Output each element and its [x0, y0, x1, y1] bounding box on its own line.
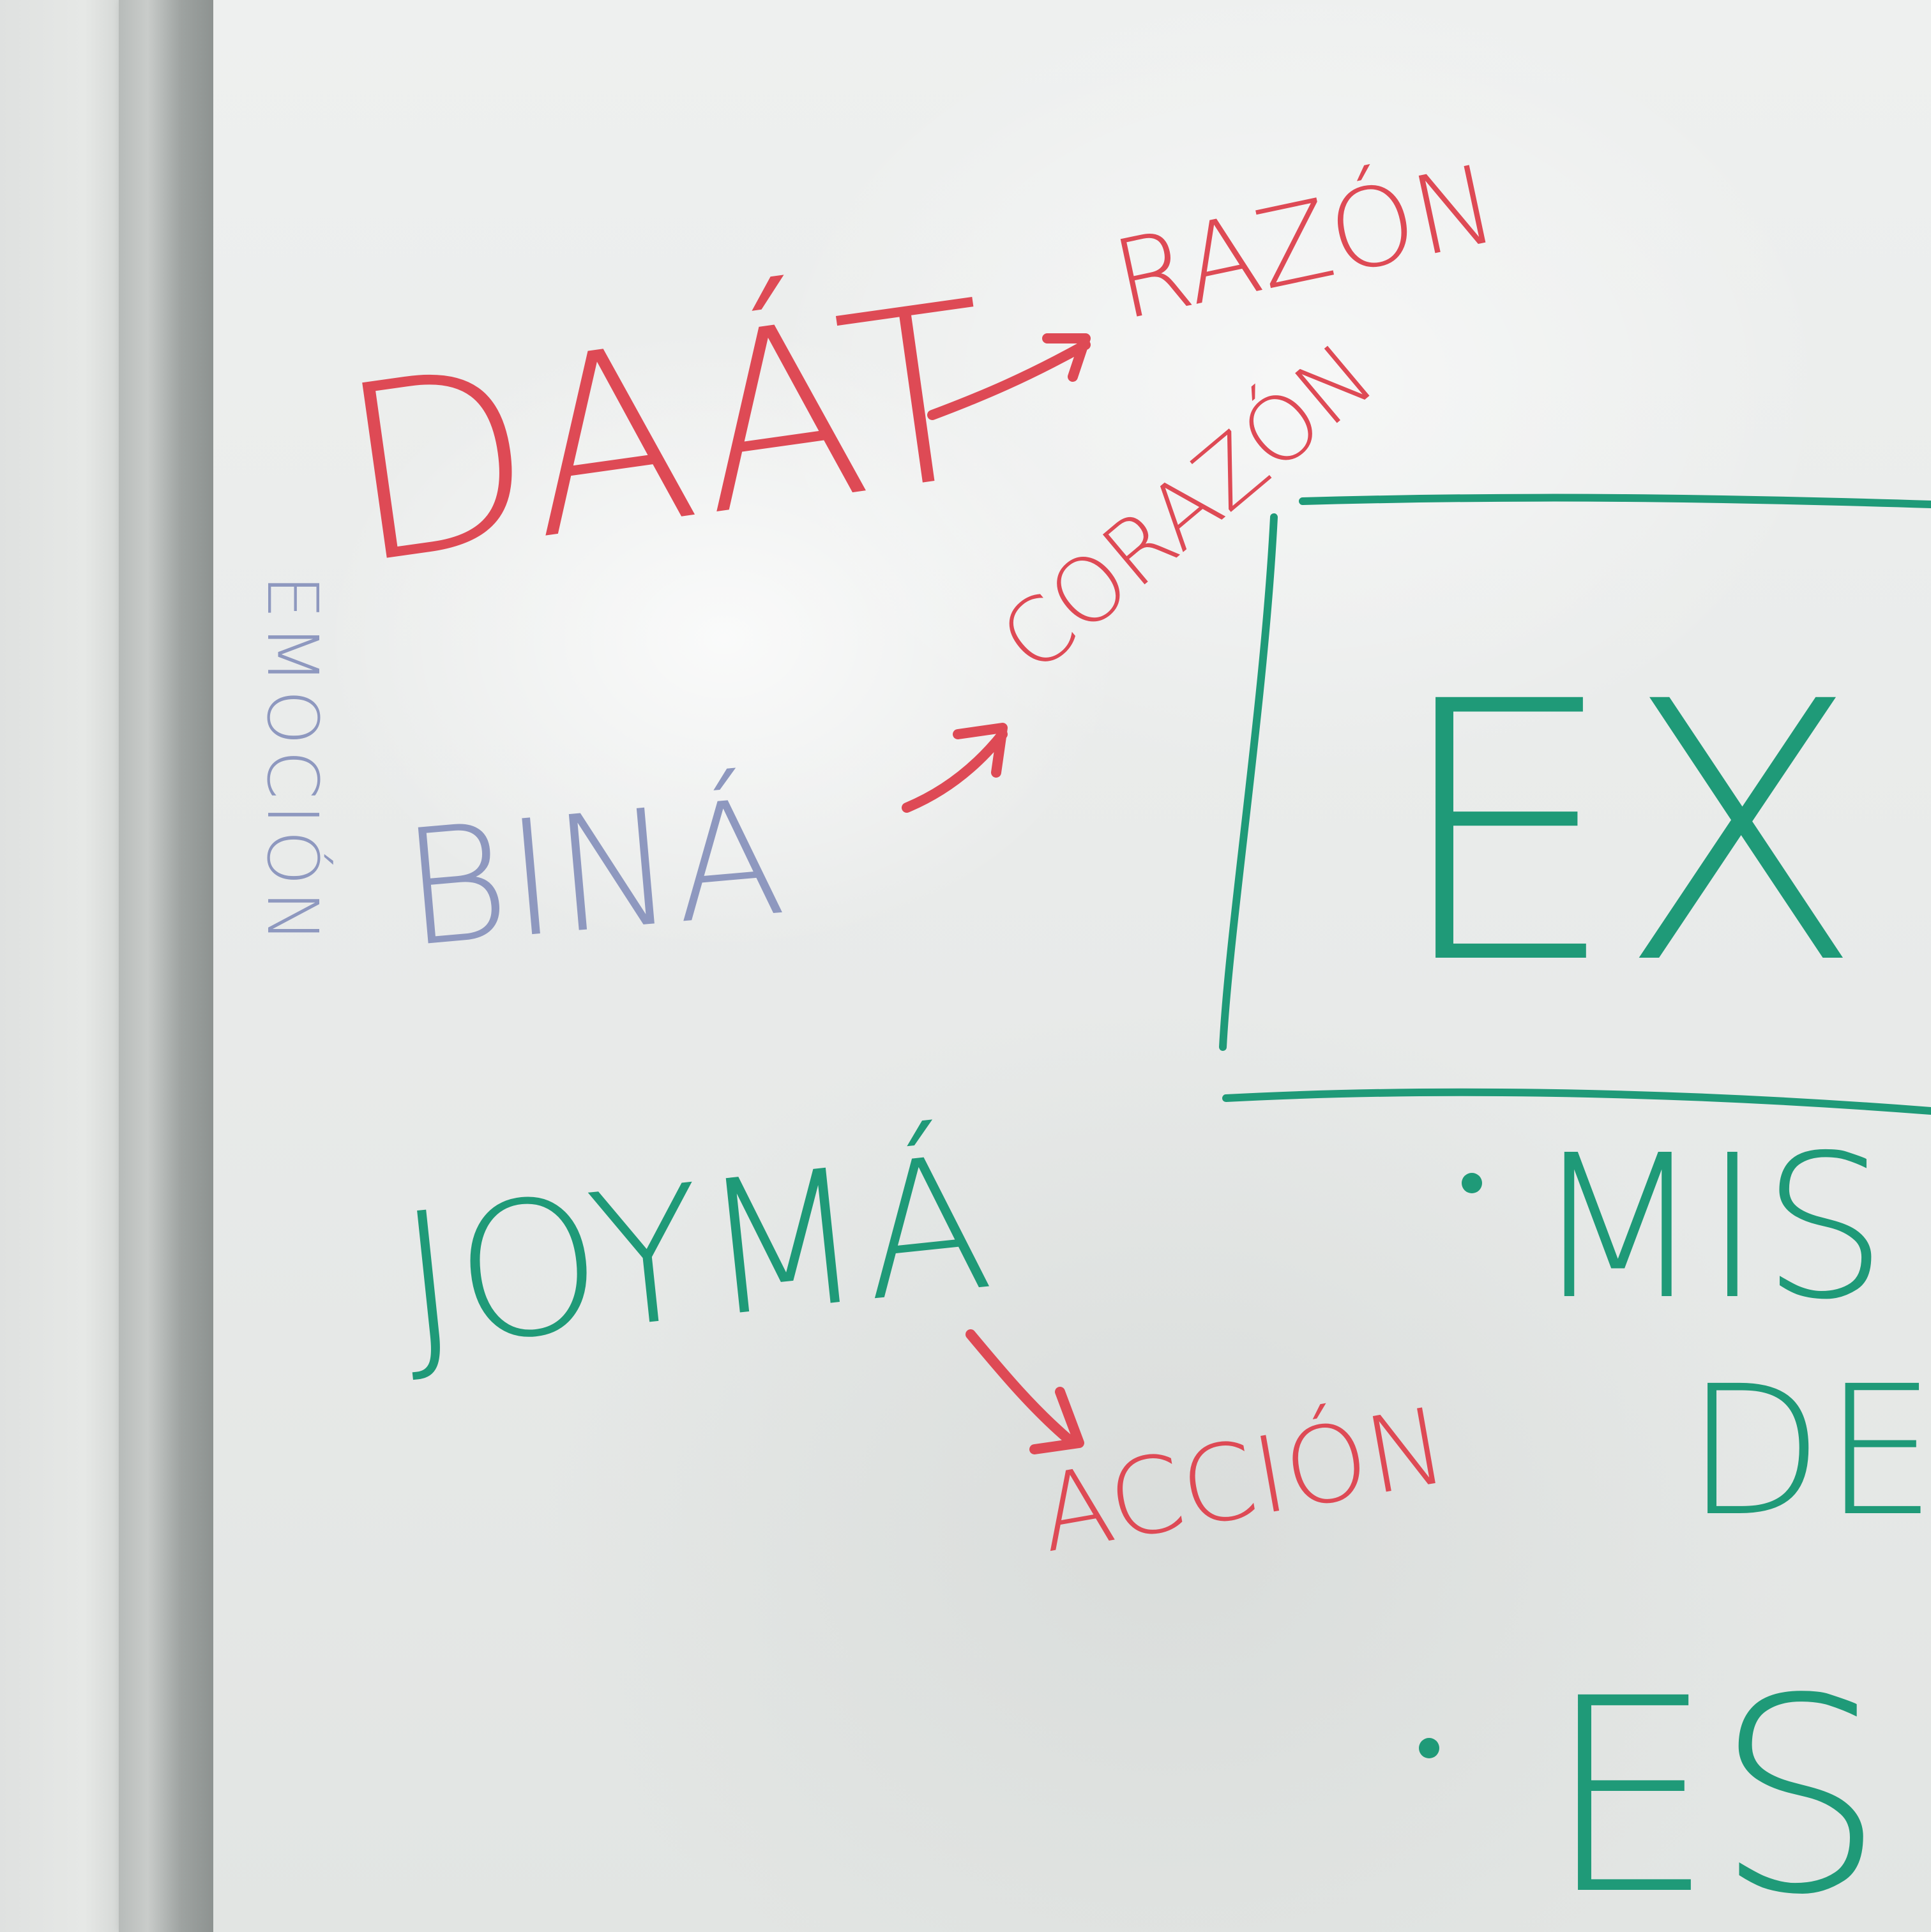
green-box: [1219, 494, 1931, 1115]
arrow-to-razon: [927, 333, 1091, 420]
arrow-to-corazon: [902, 723, 1008, 813]
word-razon: RAZÓN: [1103, 140, 1507, 345]
word-de: DE: [1686, 1348, 1931, 1556]
word-mis: MIS: [1533, 1113, 1888, 1343]
word-ex: EX: [1392, 626, 1863, 1043]
word-es: ES: [1545, 1641, 1885, 1932]
arrow-to-accion: [966, 1329, 1084, 1454]
whiteboard-frame: [119, 0, 215, 1932]
word-corazon: CORAZÓN: [981, 323, 1394, 693]
whiteboard: [213, 0, 1931, 1932]
word-joyma: JOYMÁ: [391, 1113, 1000, 1391]
word-accion: ACCIÓN: [1030, 1383, 1455, 1576]
bullet-2: [1419, 1738, 1439, 1758]
word-daat: DAÁT: [326, 246, 1010, 619]
wall: [0, 0, 121, 1932]
word-emocion-vertical: EMOCIÓN: [252, 575, 333, 948]
bullet-1: [1462, 1173, 1482, 1193]
word-bina: BINÁ: [396, 764, 791, 983]
